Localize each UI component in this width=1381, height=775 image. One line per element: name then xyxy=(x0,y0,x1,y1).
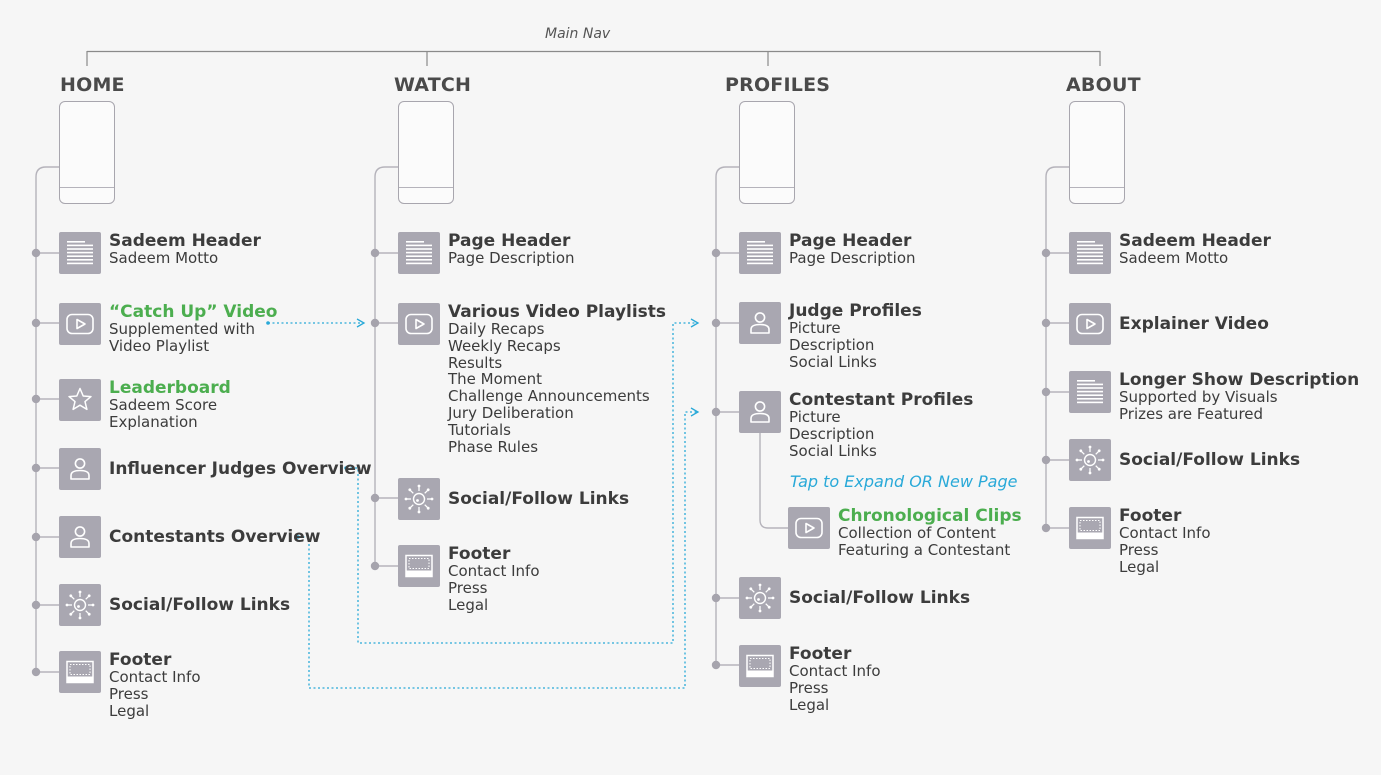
node-title: Page Header xyxy=(789,231,912,251)
node-subtitle: Sadeem Score xyxy=(109,396,218,414)
person-icon xyxy=(59,516,101,558)
node-subtitle: Description xyxy=(789,424,875,443)
node-title: Longer Show Description xyxy=(1119,370,1360,390)
node-subtitle: Page Description xyxy=(789,249,916,267)
node-title: Explainer Video xyxy=(1119,314,1269,334)
node-title: Judge Profiles xyxy=(789,301,922,321)
expand-note: Tap to Expand OR New Page xyxy=(790,472,1018,491)
node-subtitle: Contact Info xyxy=(1119,524,1211,542)
node-subtitle: Phase Rules xyxy=(448,437,539,456)
node-subtitle: Challenge Announcements xyxy=(448,387,650,406)
text-lines-icon xyxy=(59,232,101,274)
person-icon xyxy=(59,448,101,490)
node-subtitle: Sadeem Motto xyxy=(1119,249,1229,267)
node-subtitle: Sadeem Motto xyxy=(109,249,219,267)
video-play-icon xyxy=(788,507,830,549)
node-subtitle: Supplemented with xyxy=(109,320,256,338)
node-subtitle: Legal xyxy=(448,595,489,614)
node-title: Various Video Playlists xyxy=(448,302,667,322)
node-title: Leaderboard xyxy=(109,378,231,398)
node-subtitle: Weekly Recaps xyxy=(448,336,561,355)
text-lines-icon xyxy=(739,232,781,274)
node-subtitle: Featuring a Contestant xyxy=(838,540,1011,559)
node-title: Footer xyxy=(1119,506,1182,526)
node-subtitle: Legal xyxy=(789,695,830,714)
video-play-icon xyxy=(59,303,101,345)
node-title: Social/Follow Links xyxy=(448,489,630,509)
node-title: Footer xyxy=(448,544,511,564)
node-subtitle: Tutorials xyxy=(448,420,511,439)
node-title: Footer xyxy=(789,644,852,664)
node-subtitle: Daily Recaps xyxy=(448,320,545,338)
node-subtitle: Press xyxy=(448,578,488,597)
node-subtitle: Contact Info xyxy=(789,662,881,680)
node-title: Page Header xyxy=(448,231,571,251)
footer-layout-icon xyxy=(59,651,101,693)
node-title: “Catch Up” Video xyxy=(109,302,278,322)
node-title: Influencer Judges Overview xyxy=(109,459,372,479)
node-title: Chronological Clips xyxy=(838,506,1022,526)
node-title: Social/Follow Links xyxy=(1119,450,1301,470)
node-subtitle: Press xyxy=(109,684,149,703)
node-subtitle: Explanation xyxy=(109,412,198,431)
node-subtitle: Picture xyxy=(789,408,841,426)
social-network-icon xyxy=(59,584,101,626)
social-network-icon xyxy=(398,478,440,520)
node-subtitle: Page Description xyxy=(448,249,575,267)
node-subtitle: The Moment xyxy=(448,370,543,389)
person-icon xyxy=(739,302,781,344)
node-subtitle: Legal xyxy=(1119,557,1160,576)
footer-layout-icon xyxy=(1069,507,1111,549)
video-play-icon xyxy=(398,303,440,345)
person-icon xyxy=(739,391,781,433)
column-title-about: ABOUT xyxy=(1066,74,1141,96)
node-subtitle: Social Links xyxy=(789,352,877,371)
node-subtitle: Contact Info xyxy=(448,562,540,580)
video-play-icon xyxy=(1069,303,1111,345)
node-subtitle: Collection of Content xyxy=(838,524,996,542)
node-subtitle: Contact Info xyxy=(109,668,201,686)
node-subtitle: Legal xyxy=(109,701,150,720)
column-title-watch: WATCH xyxy=(394,74,472,96)
footer-layout-icon xyxy=(739,645,781,687)
node-title: Sadeem Header xyxy=(1119,231,1271,251)
node-title: Social/Follow Links xyxy=(789,588,971,608)
node-title: Footer xyxy=(109,650,172,670)
node-title: Contestant Profiles xyxy=(789,390,974,410)
main-nav-label: Main Nav xyxy=(545,26,611,42)
text-lines-icon xyxy=(398,232,440,274)
node-subtitle: Video Playlist xyxy=(109,336,210,355)
node-subtitle: Social Links xyxy=(789,441,877,460)
node-subtitle: Prizes are Featured xyxy=(1119,404,1264,423)
text-lines-icon xyxy=(1069,232,1111,274)
phone-frame-watch xyxy=(398,101,454,204)
social-network-icon xyxy=(739,577,781,619)
node-title: Sadeem Header xyxy=(109,231,261,251)
column-title-profiles: PROFILES xyxy=(725,74,831,96)
phone-frame-about xyxy=(1069,101,1125,204)
text-lines-icon xyxy=(1069,371,1111,413)
node-subtitle: Press xyxy=(1119,540,1159,559)
social-network-icon xyxy=(1069,439,1111,481)
node-subtitle: Results xyxy=(448,353,503,372)
node-subtitle: Picture xyxy=(789,319,841,337)
footer-layout-icon xyxy=(398,545,440,587)
node-title: Contestants Overview xyxy=(109,527,321,547)
node-subtitle: Supported by Visuals xyxy=(1119,388,1278,406)
node-title: Social/Follow Links xyxy=(109,595,291,615)
column-title-home: HOME xyxy=(60,74,125,96)
star-icon xyxy=(59,379,101,421)
node-subtitle: Press xyxy=(789,678,829,697)
node-subtitle: Jury Deliberation xyxy=(448,403,574,422)
node-subtitle: Description xyxy=(789,335,875,354)
phone-frame-home xyxy=(59,101,115,204)
phone-frame-profiles xyxy=(739,101,795,204)
